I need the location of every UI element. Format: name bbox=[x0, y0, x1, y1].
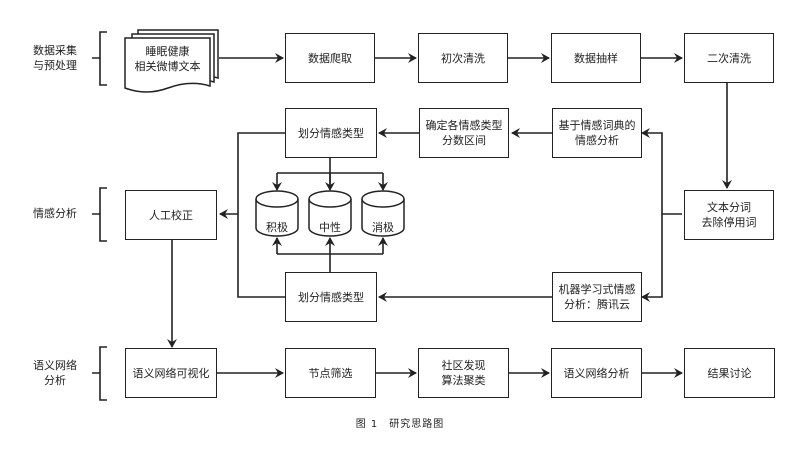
db-label-negative: 消极 bbox=[372, 221, 394, 234]
document-stack-icon bbox=[124, 29, 219, 93]
database-icon-positive bbox=[255, 190, 299, 237]
arrow bbox=[237, 132, 285, 298]
database-icon-neutral bbox=[308, 190, 352, 237]
segment-node: 文本分词 去除停用词 bbox=[684, 190, 774, 240]
network-viz-node: 语义网络可视化 bbox=[125, 348, 217, 398]
db-label-neutral: 中性 bbox=[319, 221, 341, 234]
first-clean-node: 初次清洗 bbox=[418, 33, 508, 83]
classify-bottom-node: 划分情感类型 bbox=[285, 272, 377, 322]
node-filter-node: 节点筛选 bbox=[285, 348, 376, 398]
database-icon-negative bbox=[361, 190, 405, 237]
stage-label-sentiment: 情感分析 bbox=[33, 207, 77, 220]
stage-label-network: 语义网络 分析 bbox=[33, 359, 77, 387]
network-analysis-node: 语义网络分析 bbox=[551, 348, 642, 398]
arrow bbox=[641, 214, 663, 302]
manual-check-node: 人工校正 bbox=[125, 190, 217, 240]
sampling-node: 数据抽样 bbox=[551, 33, 641, 83]
stage-bracket bbox=[92, 346, 107, 401]
arrow bbox=[641, 128, 682, 215]
stage-label-collection: 数据采集 与预处理 bbox=[33, 44, 77, 72]
source-docs-node: 睡眠健康 相关微博文本 bbox=[134, 45, 201, 73]
community-node: 社区发现 算法聚类 bbox=[418, 348, 509, 398]
db-label-positive: 积极 bbox=[266, 221, 288, 234]
ml-analysis-node: 机器学习式情感 分析：腾讯云 bbox=[552, 272, 642, 322]
stage-bracket bbox=[92, 31, 107, 86]
stage-bracket bbox=[92, 187, 107, 242]
discussion-node: 结果讨论 bbox=[684, 348, 775, 398]
second-clean-node: 二次清洗 bbox=[684, 33, 774, 83]
score-range-node: 确定各情感类型 分数区间 bbox=[419, 108, 509, 158]
lexicon-analysis-node: 基于情感词典的 情感分析 bbox=[552, 108, 642, 158]
crawl-node: 数据爬取 bbox=[285, 33, 375, 83]
classify-top-node: 划分情感类型 bbox=[285, 108, 377, 158]
figure-caption: 图 1 研究思路图 bbox=[355, 419, 445, 430]
